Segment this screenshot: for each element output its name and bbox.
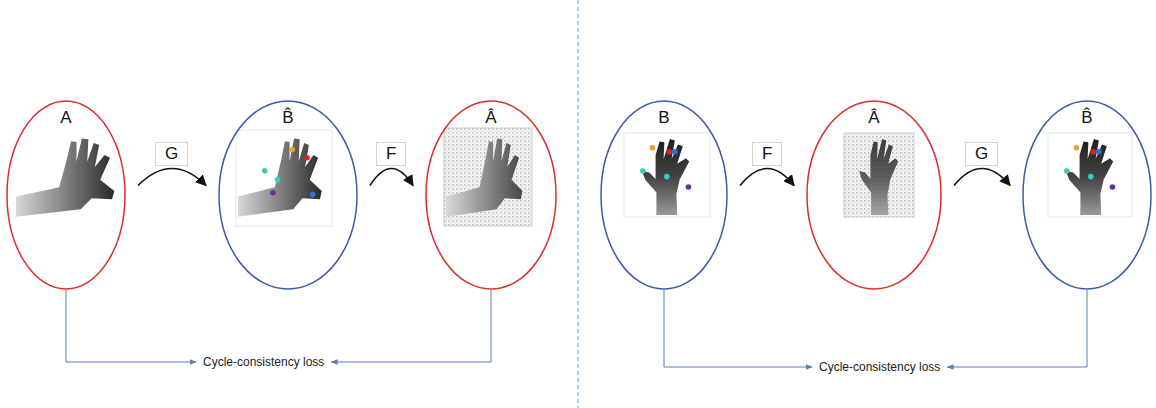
- domain-letter: Â: [806, 108, 942, 128]
- mapping-arrow: [138, 169, 206, 186]
- loss-text: Cycle-consistency loss: [203, 355, 324, 369]
- domain-letter: Â: [425, 108, 557, 128]
- generator-label: G: [155, 142, 188, 166]
- loss-text: Cycle-consistency loss: [819, 360, 940, 374]
- ellipse-outline: [218, 100, 358, 290]
- generator-label: F: [376, 142, 406, 166]
- domain-ellipse: B: [600, 100, 728, 290]
- domain-letter: B̂: [218, 108, 358, 128]
- ellipse-outline: [425, 100, 557, 290]
- domain-ellipse: B̂: [218, 100, 358, 290]
- domain-ellipse: B̂: [1022, 100, 1152, 290]
- mapping-arrow: [370, 169, 413, 186]
- loss-connector: [947, 290, 1087, 367]
- ellipse-outline: [600, 100, 728, 290]
- loss-label: Cycle-consistency loss: [198, 352, 329, 372]
- ellipse-outline: [806, 100, 942, 290]
- domain-letter: B̂: [1022, 108, 1152, 128]
- generator-label: F: [752, 142, 782, 166]
- loss-label: Cycle-consistency loss: [814, 357, 945, 377]
- domain-ellipse: A: [6, 100, 126, 290]
- generator-label: G: [965, 142, 998, 166]
- domain-ellipse: Â: [806, 100, 942, 290]
- domain-ellipse: Â: [425, 100, 557, 290]
- domain-letter: A: [6, 108, 126, 128]
- loss-connector: [66, 290, 196, 362]
- ellipse-outline: [6, 100, 126, 290]
- mapping-arrow: [954, 169, 1010, 186]
- ellipse-outline: [1022, 100, 1152, 290]
- domain-letter: B: [600, 108, 728, 128]
- mapping-arrow: [740, 169, 794, 186]
- loss-connector: [331, 290, 491, 362]
- loss-connector: [664, 290, 812, 367]
